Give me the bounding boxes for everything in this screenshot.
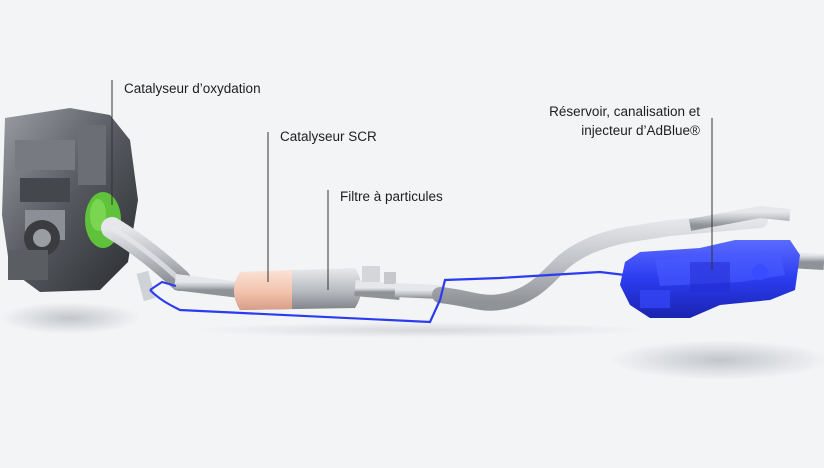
label-adblue-line2: injecteur d’AdBlue® (581, 123, 700, 138)
adblue-tank (620, 240, 800, 318)
engine (2, 108, 138, 292)
tailpipe (432, 212, 768, 311)
label-adblue-line1: Réservoir, canalisation et (549, 104, 700, 119)
adblue-line (149, 270, 626, 324)
label-particle-filter: Filtre à particules (340, 189, 443, 204)
label-scr-catalyst: Catalyseur SCR (280, 129, 377, 144)
scr-dpf-canister (234, 268, 362, 310)
tank-shadow (610, 340, 824, 380)
engine-shadow (0, 302, 140, 334)
scr-catalyst-highlight (234, 270, 292, 310)
pipe-shadow (190, 322, 650, 338)
label-oxidation-catalyst: Catalyseur d’oxydation (124, 81, 261, 96)
